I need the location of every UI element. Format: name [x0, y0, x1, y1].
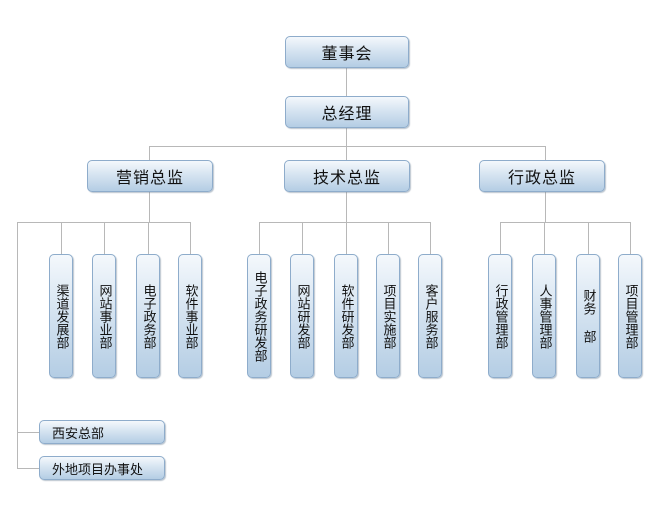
dept-node: 项目管理部 [618, 254, 642, 378]
dept-node: 网站研发部 [290, 254, 314, 378]
dept-node: 网站事业部 [92, 254, 116, 378]
connector [149, 146, 150, 160]
connector [588, 222, 589, 254]
board-label: 董事会 [321, 44, 373, 63]
dept-label: 客户服务部 [422, 283, 438, 349]
connector [545, 192, 546, 223]
connector [346, 192, 347, 223]
connector [544, 222, 545, 254]
dept-label: 财务 部 [580, 289, 596, 343]
connector [346, 222, 347, 254]
connector [149, 192, 150, 223]
connector [17, 222, 190, 223]
connector [500, 222, 501, 254]
connector [388, 222, 389, 254]
dept-label: 电子政务部 [140, 283, 156, 349]
branch-node: 西安总部 [39, 420, 165, 444]
dept-label: 人事管理部 [536, 283, 552, 349]
director-label: 技术总监 [312, 168, 381, 187]
director-marketing-node: 营销总监 [87, 160, 213, 192]
dept-node: 客户服务部 [418, 254, 442, 378]
connector [149, 146, 546, 147]
connector [61, 222, 62, 254]
dept-node: 软件研发部 [334, 254, 358, 378]
dept-label: 渠道发展部 [53, 283, 69, 349]
dept-node: 项目实施部 [376, 254, 400, 378]
gm-node: 总经理 [285, 96, 409, 128]
connector [302, 222, 303, 254]
connector [17, 222, 18, 469]
dept-label: 行政管理部 [492, 283, 508, 349]
dept-label: 项目实施部 [380, 283, 396, 349]
dept-label: 网站事业部 [96, 283, 112, 349]
connector [104, 222, 105, 254]
dept-node: 财务 部 [576, 254, 600, 378]
connector [545, 146, 546, 160]
connector [148, 222, 149, 254]
connector [17, 468, 39, 469]
dept-node: 电子政务研发部 [247, 254, 271, 378]
dept-label: 电子政务研发部 [251, 270, 267, 362]
branch-label: 外地项目办事处 [52, 462, 144, 478]
director-label: 营销总监 [115, 168, 184, 187]
branch-label: 西安总部 [52, 426, 105, 442]
connector [630, 222, 631, 254]
connector [346, 146, 347, 160]
branch-node: 外地项目办事处 [39, 456, 165, 480]
connector [500, 222, 631, 223]
connector [430, 222, 431, 254]
dept-node: 人事管理部 [532, 254, 556, 378]
gm-label: 总经理 [321, 104, 373, 123]
dept-node: 软件事业部 [178, 254, 202, 378]
dept-label: 网站研发部 [294, 283, 310, 349]
connector [259, 222, 430, 223]
dept-node: 行政管理部 [488, 254, 512, 378]
director-label: 行政总监 [507, 168, 576, 187]
dept-node: 渠道发展部 [49, 254, 73, 378]
connector [190, 222, 191, 254]
dept-label: 软件事业部 [182, 283, 198, 349]
board-node: 董事会 [285, 36, 409, 68]
connector [17, 432, 39, 433]
connector [346, 68, 347, 96]
dept-label: 项目管理部 [622, 283, 638, 349]
dept-label: 软件研发部 [338, 283, 354, 349]
director-tech-node: 技术总监 [284, 160, 410, 192]
connector [346, 128, 347, 146]
connector [259, 222, 260, 254]
director-admin-node: 行政总监 [479, 160, 605, 192]
dept-node: 电子政务部 [136, 254, 160, 378]
